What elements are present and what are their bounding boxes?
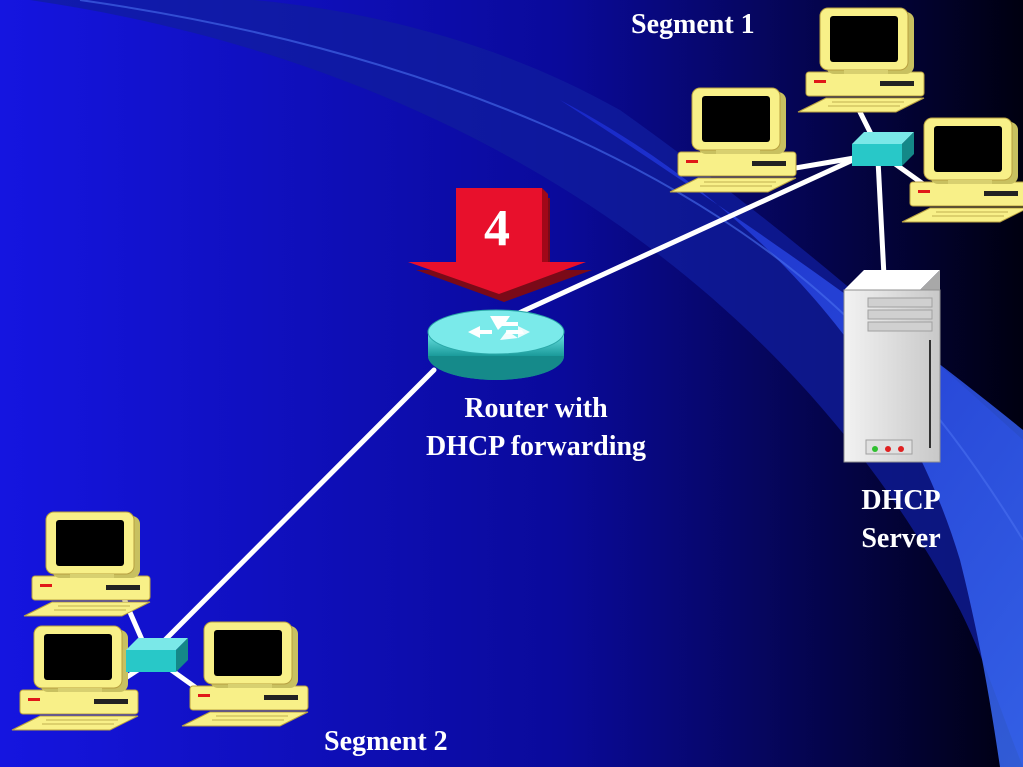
router-label-line1: Router with [464, 393, 608, 424]
segment2-hub-icon [126, 638, 188, 672]
router-label-line2: DHCP forwarding [425, 431, 647, 462]
server-tower-icon [843, 270, 941, 463]
segment2-label: Segment 2 [324, 726, 448, 757]
server-label-line2: Server [861, 523, 941, 554]
step-number: 4 [484, 200, 510, 257]
down-arrow-icon [408, 188, 592, 302]
router-label: Router with DHCP forwarding [386, 390, 686, 466]
server-label-line1: DHCP [861, 485, 941, 516]
router-icon [427, 309, 565, 380]
background-arc-line [79, 0, 1023, 541]
segment1-label: Segment 1 [631, 9, 755, 40]
background-arc [30, 0, 1023, 767]
cable-router-to-segment1-hub [505, 151, 869, 321]
server-label: DHCP Server [836, 482, 966, 558]
segment1-hub-icon [852, 132, 914, 166]
cable-hub1-to-server [875, 157, 887, 279]
cable-router-to-segment2-hub [147, 367, 437, 658]
